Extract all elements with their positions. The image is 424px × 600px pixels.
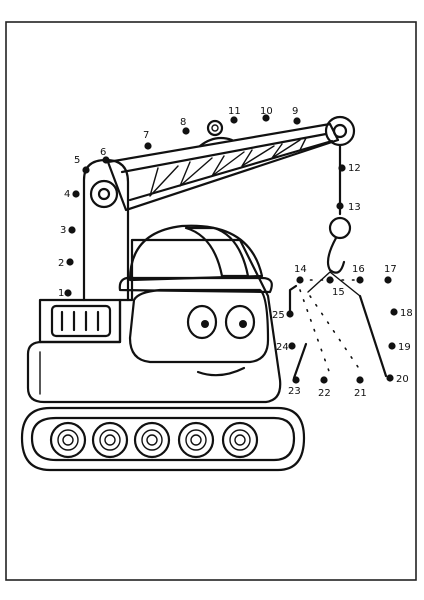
dot-marker bbox=[292, 376, 300, 384]
dot-number-label: 13 bbox=[348, 202, 361, 213]
hard-hat bbox=[118, 224, 273, 294]
dot-number-label: 25 bbox=[272, 310, 285, 321]
dot-number-label: 17 bbox=[384, 264, 397, 275]
dot-marker bbox=[182, 127, 190, 135]
crane-cab bbox=[26, 238, 282, 404]
track-wheel bbox=[49, 421, 87, 459]
dot-marker bbox=[68, 226, 76, 234]
dot-marker bbox=[386, 374, 394, 382]
dot-marker bbox=[384, 276, 392, 284]
dot-number-label: 14 bbox=[294, 264, 307, 275]
dot-number-label: 9 bbox=[292, 106, 298, 117]
dot-number-label: 20 bbox=[396, 374, 409, 385]
dot-number-label: 22 bbox=[318, 388, 331, 399]
track-wheel bbox=[221, 421, 259, 459]
dot-marker bbox=[390, 308, 398, 316]
crane-tracks bbox=[20, 406, 306, 472]
dot-marker bbox=[286, 310, 294, 318]
dot-number-label: 4 bbox=[64, 189, 70, 200]
dot-number-label: 1 bbox=[58, 288, 64, 299]
track-wheel bbox=[133, 421, 171, 459]
dot-number-label: 21 bbox=[354, 388, 367, 399]
dot-marker bbox=[326, 276, 334, 284]
dot-marker bbox=[72, 190, 80, 198]
dot-marker bbox=[66, 258, 74, 266]
dot-number-label: 23 bbox=[288, 386, 301, 397]
dot-number-label: 24 bbox=[276, 342, 289, 353]
dot-marker bbox=[102, 156, 110, 164]
dot-number-label: 5 bbox=[74, 155, 80, 166]
dot-number-label: 18 bbox=[400, 308, 413, 319]
dot-number-label: 16 bbox=[352, 264, 365, 275]
dot-number-label: 6 bbox=[100, 147, 106, 158]
dot-marker bbox=[144, 142, 152, 150]
dot-marker bbox=[82, 166, 90, 174]
dot-marker bbox=[296, 276, 304, 284]
dot-marker bbox=[262, 114, 270, 122]
dot-number-label: 10 bbox=[260, 106, 273, 117]
dot-marker bbox=[356, 376, 364, 384]
dot-number-label: 12 bbox=[348, 163, 361, 174]
dot-marker bbox=[338, 164, 346, 172]
dot-number-label: 7 bbox=[143, 130, 149, 141]
page-border bbox=[5, 21, 417, 581]
dot-number-label: 3 bbox=[60, 225, 66, 236]
dot-marker bbox=[336, 202, 344, 210]
dot-number-label: 15 bbox=[332, 287, 345, 298]
crane-mast bbox=[82, 158, 130, 302]
dot-marker bbox=[230, 116, 238, 124]
dot-number-label: 2 bbox=[58, 258, 64, 269]
dot-marker bbox=[288, 342, 296, 350]
track-wheel bbox=[177, 421, 215, 459]
dot-marker bbox=[64, 289, 72, 297]
dot-marker bbox=[293, 117, 301, 125]
dot-marker bbox=[388, 342, 396, 350]
dot-number-label: 11 bbox=[228, 106, 241, 117]
dot-number-label: 19 bbox=[398, 342, 411, 353]
dot-marker bbox=[356, 276, 364, 284]
track-wheel bbox=[91, 421, 129, 459]
dot-number-label: 8 bbox=[180, 117, 186, 128]
dot-marker bbox=[320, 376, 328, 384]
crane-boom bbox=[106, 115, 356, 212]
